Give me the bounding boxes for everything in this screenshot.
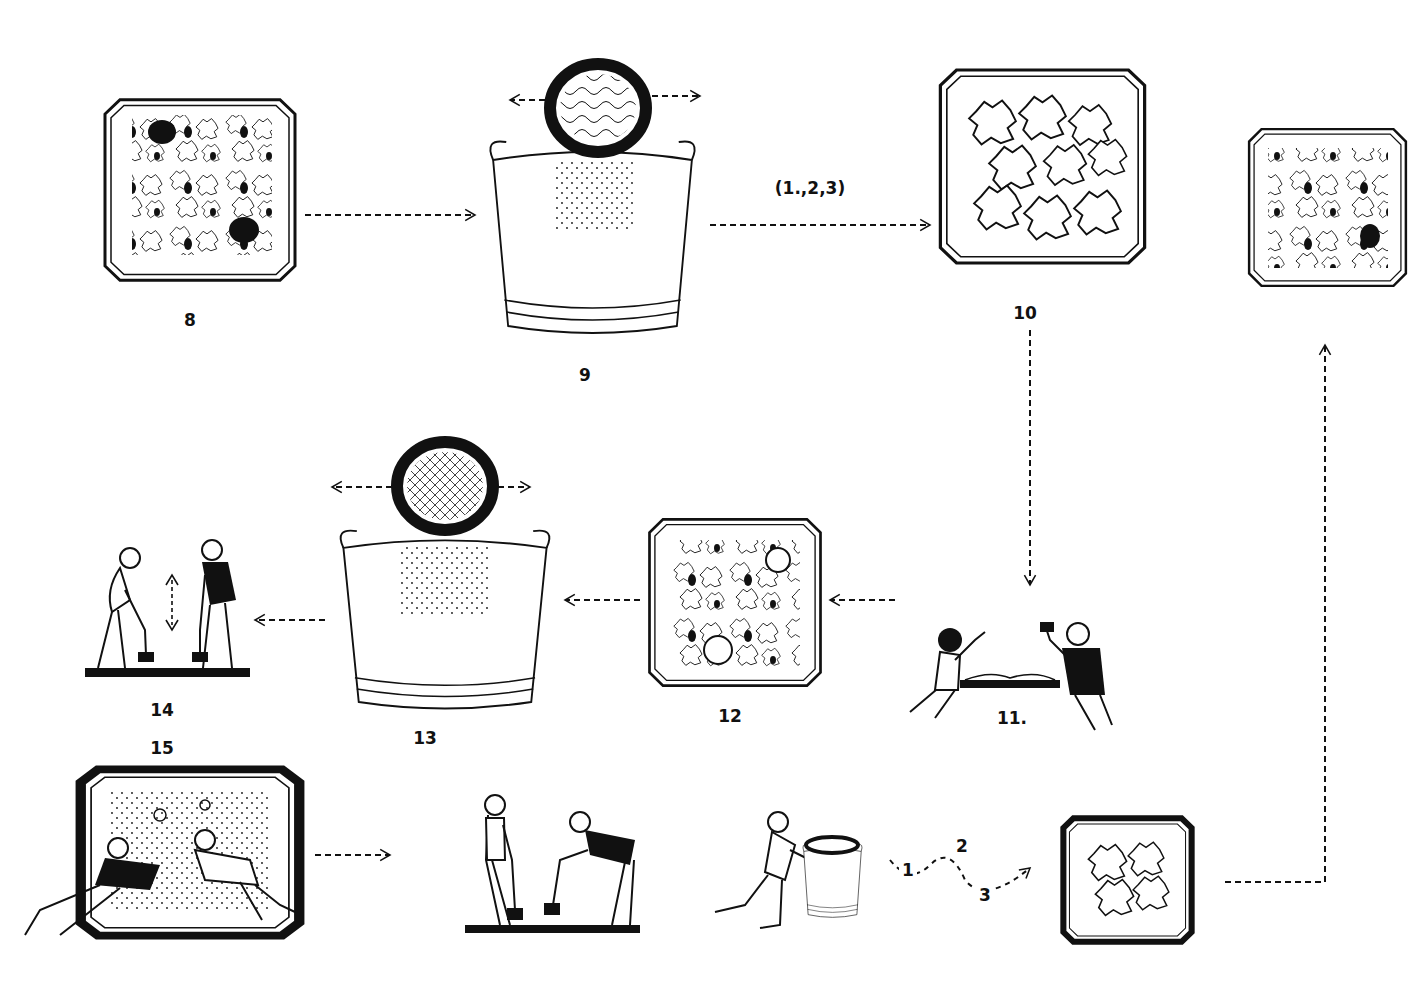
step-figure: 10 [930, 60, 1155, 330]
edge-label: (1.,2,3) [772, 179, 848, 198]
step-number: 12 [718, 707, 742, 726]
step-number: 14 [150, 701, 174, 720]
step-figure: 13 [325, 420, 565, 755]
step-number: 13 [413, 729, 437, 748]
step-number: 11. [997, 709, 1027, 728]
count-label: 2 [953, 837, 971, 856]
step-figure: 8 [95, 90, 305, 335]
step-number: 9 [579, 366, 591, 385]
dashed-arrow [305, 214, 475, 216]
count-label: 3 [976, 886, 994, 905]
dashed-arrow [830, 599, 895, 601]
step-figure: 15 [70, 735, 310, 945]
dashed-arrow [1029, 330, 1031, 585]
dashed-arrow [255, 619, 325, 621]
step-figure: 9 [475, 55, 710, 390]
dashed-arrow [565, 599, 640, 601]
step-number: 8 [184, 311, 196, 330]
step-figure: 11. [895, 585, 1125, 745]
step-number: 10 [1013, 304, 1037, 323]
count-label: 1 [899, 861, 917, 880]
step-figure: 12 [640, 510, 830, 730]
step-number: 15 [150, 739, 174, 758]
dashed-arrow [710, 224, 930, 226]
step-figure: 14 [80, 540, 255, 725]
